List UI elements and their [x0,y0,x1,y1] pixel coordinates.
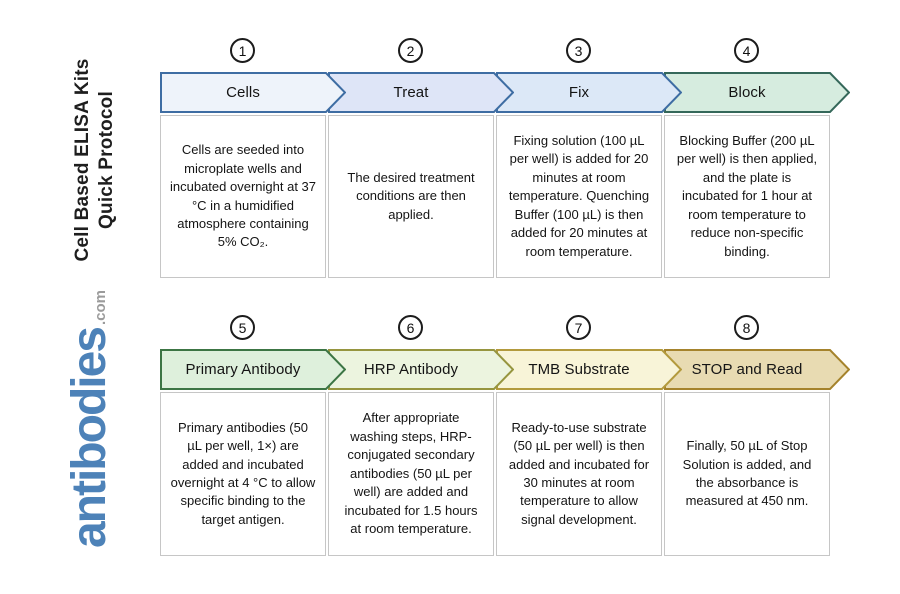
step-number: 5 [238,319,247,336]
step-banner-label: TMB Substrate [528,361,630,378]
step-column-7: 7 TMB Substrate Ready-to-use substrate (… [496,315,682,561]
step-number: 7 [574,319,583,336]
step-banner: STOP and Read [664,349,850,390]
step-number-badge: 8 [734,315,759,340]
step-description: Blocking Buffer (200 µL per well) is the… [664,115,830,278]
step-number-badge: 3 [566,38,591,63]
step-description: After appropriate washing steps, HRP-con… [328,392,494,556]
step-number-badge: 1 [230,38,255,63]
step-banner: Block [664,72,850,113]
step-number: 1 [238,42,247,59]
step-banner: Primary Antibody [160,349,346,390]
step-banner: TMB Substrate [496,349,682,390]
step-number-badge: 5 [230,315,255,340]
step-number: 8 [742,319,751,336]
step-banner: HRP Antibody [328,349,514,390]
step-number-badge: 2 [398,38,423,63]
step-banner: Treat [328,72,514,113]
step-banner-arrow-icon [160,72,346,113]
step-number-badge: 6 [398,315,423,340]
step-number: 3 [574,42,583,59]
page-title-line1: Cell Based ELISA Kits [72,58,93,262]
brand-logo-suffix: .com [92,289,109,325]
step-column-5: 5 Primary Antibody Primary antibodies (5… [160,315,346,561]
step-number: 6 [406,319,415,336]
step-number-badge: 7 [566,315,591,340]
step-banner-arrow-icon [160,349,346,390]
step-banner-label: Cells [226,84,260,101]
step-banner-label: Block [728,84,766,101]
brand-logo-text: antibodies [63,328,116,549]
page-title-line2: Quick Protocol [96,91,117,229]
page-title: Cell Based ELISA Kits Quick Protocol [65,20,125,300]
step-column-1: 1 Cells Cells are seeded into microplate… [160,38,346,284]
step-description: Ready-to-use substrate (50 µL per well) … [496,392,662,556]
step-description: The desired treatment conditions are the… [328,115,494,278]
step-banner-label: Treat [393,84,429,101]
step-banner-label: Fix [568,84,590,101]
step-description: Fixing solution (100 µL per well) is add… [496,115,662,278]
brand-logo: antibodies .com [62,259,124,579]
step-column-8: 8 STOP and Read Finally, 50 µL of Stop S… [664,315,850,561]
step-number: 4 [742,42,751,59]
step-description: Primary antibodies (50 µL per well, 1×) … [160,392,326,556]
step-banner: Cells [160,72,346,113]
step-column-3: 3 Fix Fixing solution (100 µL per well) … [496,38,682,284]
step-column-4: 4 Block Blocking Buffer (200 µL per well… [664,38,850,284]
step-banner-label: STOP and Read [691,361,803,378]
step-banner-label: HRP Antibody [363,361,459,378]
step-column-2: 2 Treat The desired treatment conditions… [328,38,514,284]
step-number-badge: 4 [734,38,759,63]
step-description: Cells are seeded into microplate wells a… [160,115,326,278]
step-description: Finally, 50 µL of Stop Solution is added… [664,392,830,556]
step-column-6: 6 HRP Antibody After appropriate washing… [328,315,514,561]
step-banner: Fix [496,72,682,113]
step-number: 2 [406,42,415,59]
step-banner-label: Primary Antibody [185,361,301,378]
